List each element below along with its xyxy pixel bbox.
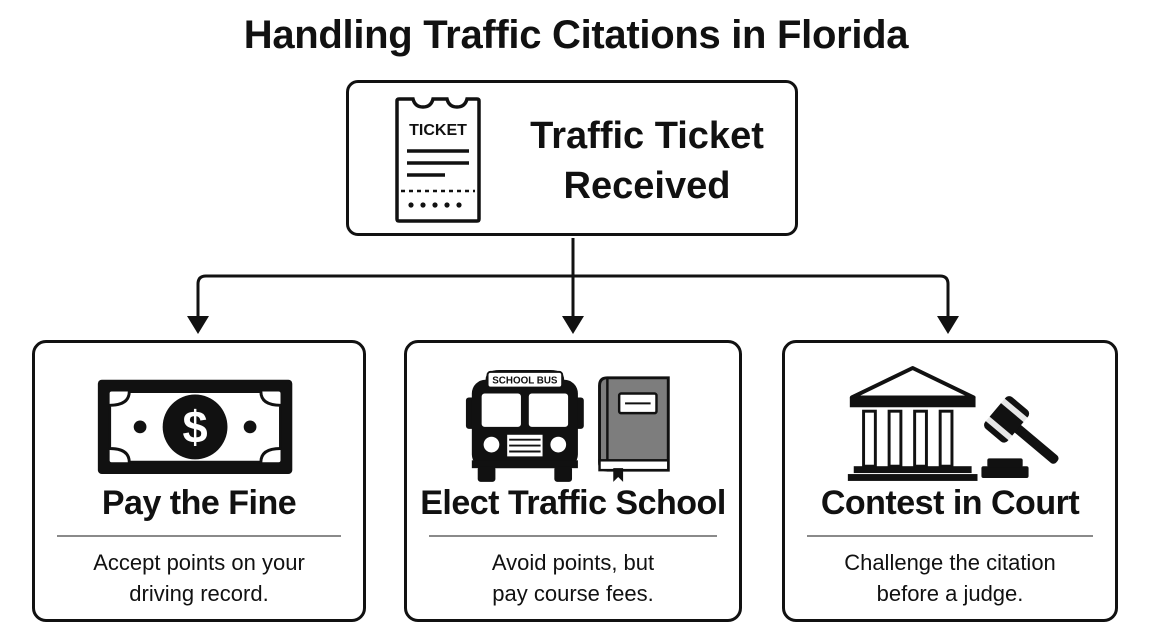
page-title: Handling Traffic Citations in Florida xyxy=(243,13,909,57)
pay-fine-description-line2: driving record. xyxy=(129,581,269,606)
ticket-received-title-line2: Received xyxy=(563,165,731,207)
traffic-school-title: Elect Traffic School xyxy=(420,484,726,522)
arrow-traffic-school xyxy=(562,316,584,334)
contest-court-description-line2: before a judge. xyxy=(876,581,1024,606)
bus-sign-text: SCHOOL BUS xyxy=(492,376,558,387)
school-bus-book-icons: SCHOOL BUS xyxy=(465,369,670,482)
gavel-icon xyxy=(981,396,1059,478)
traffic-school-description-line2: pay course fees. xyxy=(492,581,654,606)
pay-fine-description-line1: Accept points on your xyxy=(93,550,305,575)
courthouse-building-icon xyxy=(847,366,978,481)
traffic-school-description: Avoid points, but pay course fees. xyxy=(417,547,729,609)
ticket-icon-text: TICKET xyxy=(409,122,467,139)
book-icon xyxy=(598,376,670,482)
arrow-pay-fine xyxy=(187,316,209,334)
pay-fine-description: Accept points on your driving record. xyxy=(45,547,353,609)
ticket-received-title-line1: Traffic Ticket xyxy=(530,115,764,157)
school-bus-icon: SCHOOL BUS xyxy=(465,369,584,482)
dollar-bill-icon: $ xyxy=(97,379,293,475)
pay-fine-divider xyxy=(57,535,341,537)
pay-fine-box: $ Pay the Fine Accept points on your dri… xyxy=(32,340,366,622)
traffic-school-box: SCHOOL BUS Elect Traffic School xyxy=(404,340,742,622)
contest-court-divider xyxy=(807,535,1093,537)
pay-fine-title: Pay the Fine xyxy=(101,484,297,522)
contest-court-description-line1: Challenge the citation xyxy=(844,550,1056,575)
arrow-contest-court xyxy=(937,316,959,334)
contest-court-description: Challenge the citation before a judge. xyxy=(795,547,1105,609)
ticket-icon: TICKET xyxy=(395,97,481,223)
ticket-received-title: Traffic Ticket Received xyxy=(497,111,797,211)
ticket-received-box: TICKET Traffic Ticket Received xyxy=(346,80,798,236)
traffic-school-divider xyxy=(429,535,717,537)
contest-court-title: Contest in Court xyxy=(820,484,1080,522)
contest-court-box: Contest in Court Challenge the citation … xyxy=(782,340,1118,622)
svg-text:$: $ xyxy=(183,402,208,453)
traffic-school-description-line1: Avoid points, but xyxy=(491,550,655,575)
courthouse-icon xyxy=(847,366,1059,481)
